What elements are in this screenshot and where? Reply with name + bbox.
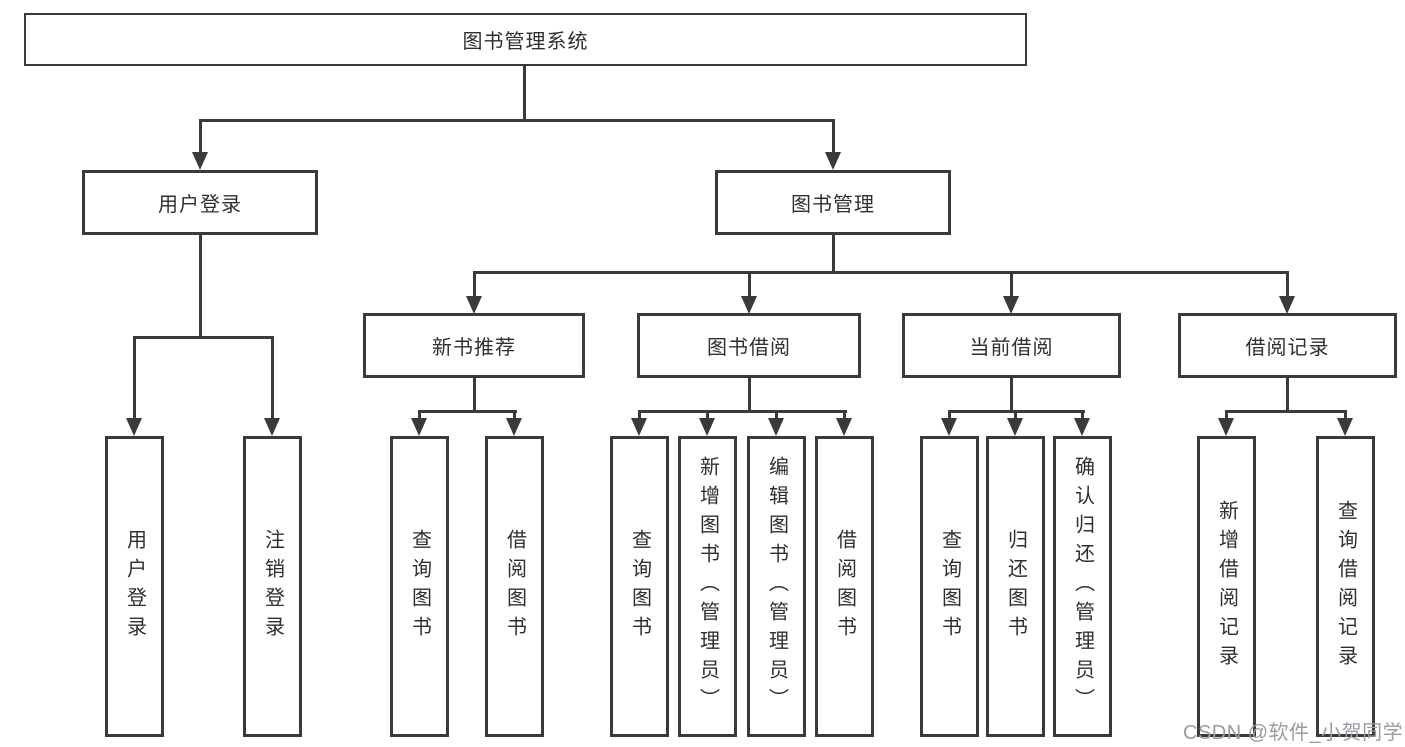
connector-line bbox=[1014, 410, 1017, 420]
connector-line bbox=[1286, 271, 1289, 298]
leaf-borrow-books: 借阅图书 bbox=[815, 436, 874, 737]
connector-line bbox=[748, 271, 751, 298]
arrow-down-icon bbox=[768, 418, 784, 436]
leaf-label: 查询借阅记录 bbox=[1334, 499, 1357, 674]
arrow-down-icon bbox=[836, 418, 852, 436]
arrow-down-icon bbox=[192, 152, 208, 170]
arrow-down-icon bbox=[1337, 418, 1353, 436]
connector-line bbox=[418, 410, 517, 413]
connector-line bbox=[1286, 378, 1289, 412]
leaf-query-borrow-record: 查询借阅记录 bbox=[1316, 436, 1375, 737]
leaf-label: 借阅图书 bbox=[503, 528, 526, 645]
connector-line bbox=[832, 235, 835, 273]
arrow-down-icon bbox=[699, 418, 715, 436]
node-user-login: 用户登录 bbox=[82, 170, 318, 235]
connector-line bbox=[523, 66, 526, 120]
arrow-down-icon bbox=[506, 418, 522, 436]
leaf-label: 编辑图书（管理员） bbox=[765, 456, 788, 717]
connector-line bbox=[1010, 271, 1013, 298]
arrow-down-icon bbox=[466, 296, 482, 314]
connector-line bbox=[473, 378, 476, 412]
csdn-watermark: CSDN @软件_小贺同学 bbox=[1183, 722, 1404, 744]
arrow-down-icon bbox=[741, 296, 757, 314]
connector-line bbox=[775, 410, 778, 420]
leaf-label: 确认归还（管理员） bbox=[1071, 456, 1094, 717]
leaf-label: 查询图书 bbox=[628, 528, 651, 645]
connector-line bbox=[832, 119, 835, 154]
leaf-return-book: 归还图书 bbox=[986, 436, 1045, 737]
leaf-query-books-borrow: 查询图书 bbox=[610, 436, 669, 737]
arrow-down-icon bbox=[264, 418, 280, 436]
leaf-add-borrow-record: 新增借阅记录 bbox=[1197, 436, 1256, 737]
leaf-label: 查询图书 bbox=[938, 528, 961, 645]
arrow-down-icon bbox=[1003, 296, 1019, 314]
arrow-down-icon bbox=[941, 418, 957, 436]
node-label: 图书管理 bbox=[791, 194, 875, 216]
connector-line bbox=[1010, 378, 1013, 412]
connector-line bbox=[706, 410, 709, 420]
connector-line bbox=[133, 336, 274, 339]
leaf-label: 新增图书（管理员） bbox=[696, 456, 719, 717]
arrow-down-icon bbox=[1007, 418, 1023, 436]
leaf-user-login: 用户登录 bbox=[105, 436, 164, 737]
node-label: 用户登录 bbox=[158, 194, 242, 216]
node-label: 图书借阅 bbox=[707, 337, 791, 359]
connector-line bbox=[199, 119, 835, 122]
connector-line bbox=[638, 410, 641, 420]
connector-line bbox=[513, 410, 516, 420]
connector-line bbox=[748, 378, 751, 412]
connector-line bbox=[133, 336, 136, 420]
node-library-management-system: 图书管理系统 bbox=[24, 13, 1027, 66]
leaf-label: 查询图书 bbox=[408, 528, 431, 645]
arrow-down-icon bbox=[1218, 418, 1234, 436]
node-label: 借阅记录 bbox=[1245, 337, 1330, 359]
arrow-down-icon bbox=[631, 418, 647, 436]
arrow-down-icon bbox=[126, 418, 142, 436]
connector-line bbox=[1225, 410, 1228, 420]
connector-line bbox=[1225, 410, 1347, 413]
arrow-down-icon bbox=[825, 152, 841, 170]
leaf-label: 用户登录 bbox=[123, 528, 146, 645]
leaf-query-books-current: 查询图书 bbox=[920, 436, 979, 737]
leaf-add-book-admin: 新增图书（管理员） bbox=[678, 436, 737, 737]
connector-line bbox=[638, 410, 847, 413]
node-new-book-recommend: 新书推荐 bbox=[363, 313, 585, 378]
leaf-edit-book-admin: 编辑图书（管理员） bbox=[747, 436, 806, 737]
leaf-logout: 注销登录 bbox=[243, 436, 302, 737]
leaf-borrow-books-recommend: 借阅图书 bbox=[485, 436, 544, 737]
connector-line bbox=[418, 410, 421, 420]
leaf-label: 新增借阅记录 bbox=[1215, 499, 1238, 674]
leaf-label: 注销登录 bbox=[261, 528, 284, 645]
arrow-down-icon bbox=[1074, 418, 1090, 436]
arrow-down-icon bbox=[411, 418, 427, 436]
connector-line bbox=[1344, 410, 1347, 420]
arrow-down-icon bbox=[1279, 296, 1295, 314]
node-book-borrow: 图书借阅 bbox=[637, 313, 861, 378]
node-label: 新书推荐 bbox=[432, 337, 516, 359]
connector-line bbox=[1081, 410, 1084, 420]
connector-line bbox=[199, 235, 202, 337]
connector-line bbox=[473, 271, 476, 298]
connector-line bbox=[473, 271, 1289, 274]
leaf-query-books-recommend: 查询图书 bbox=[390, 436, 449, 737]
node-current-borrow: 当前借阅 bbox=[902, 313, 1121, 378]
connector-line bbox=[948, 410, 951, 420]
node-label: 图书管理系统 bbox=[462, 31, 589, 53]
node-label: 当前借阅 bbox=[969, 337, 1054, 359]
leaf-label: 借阅图书 bbox=[833, 528, 856, 645]
node-borrow-records: 借阅记录 bbox=[1178, 313, 1397, 378]
connector-line bbox=[843, 410, 846, 420]
leaf-confirm-return-admin: 确认归还（管理员） bbox=[1053, 436, 1112, 737]
node-book-management: 图书管理 bbox=[715, 170, 951, 235]
leaf-label: 归还图书 bbox=[1004, 528, 1027, 645]
connector-line bbox=[199, 119, 202, 154]
connector-line bbox=[271, 336, 274, 420]
